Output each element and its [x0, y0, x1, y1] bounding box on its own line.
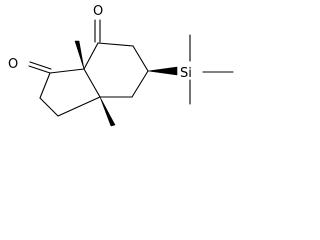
double-bond-c1-o-a — [28, 65, 51, 74]
bond-c1-c2 — [39, 72, 51, 99]
bond-c5-c4 — [131, 70, 149, 98]
bond-c7-c6 — [97, 42, 134, 47]
bond-c3-c3a — [57, 96, 101, 117]
wedge-methyl-c7a — [74, 40, 85, 70]
bond-c7a-c7 — [83, 42, 99, 70]
chemical-structure-diagram: O O Si — [8, 4, 234, 127]
atom-label-oxygen-left: O — [8, 57, 18, 72]
double-bond-c1-o-b — [29, 61, 52, 70]
bond-c7a-c1 — [49, 68, 85, 74]
atom-label-silicon: Si — [180, 66, 192, 81]
bond-c6-c5 — [132, 45, 149, 72]
wedge-methyl-c3a — [99, 96, 116, 127]
bond-c2-c3 — [39, 97, 59, 117]
wedge-c5-si — [147, 66, 178, 76]
bond-c3a-c7a — [83, 68, 101, 98]
atom-label-oxygen-top: O — [93, 4, 103, 19]
